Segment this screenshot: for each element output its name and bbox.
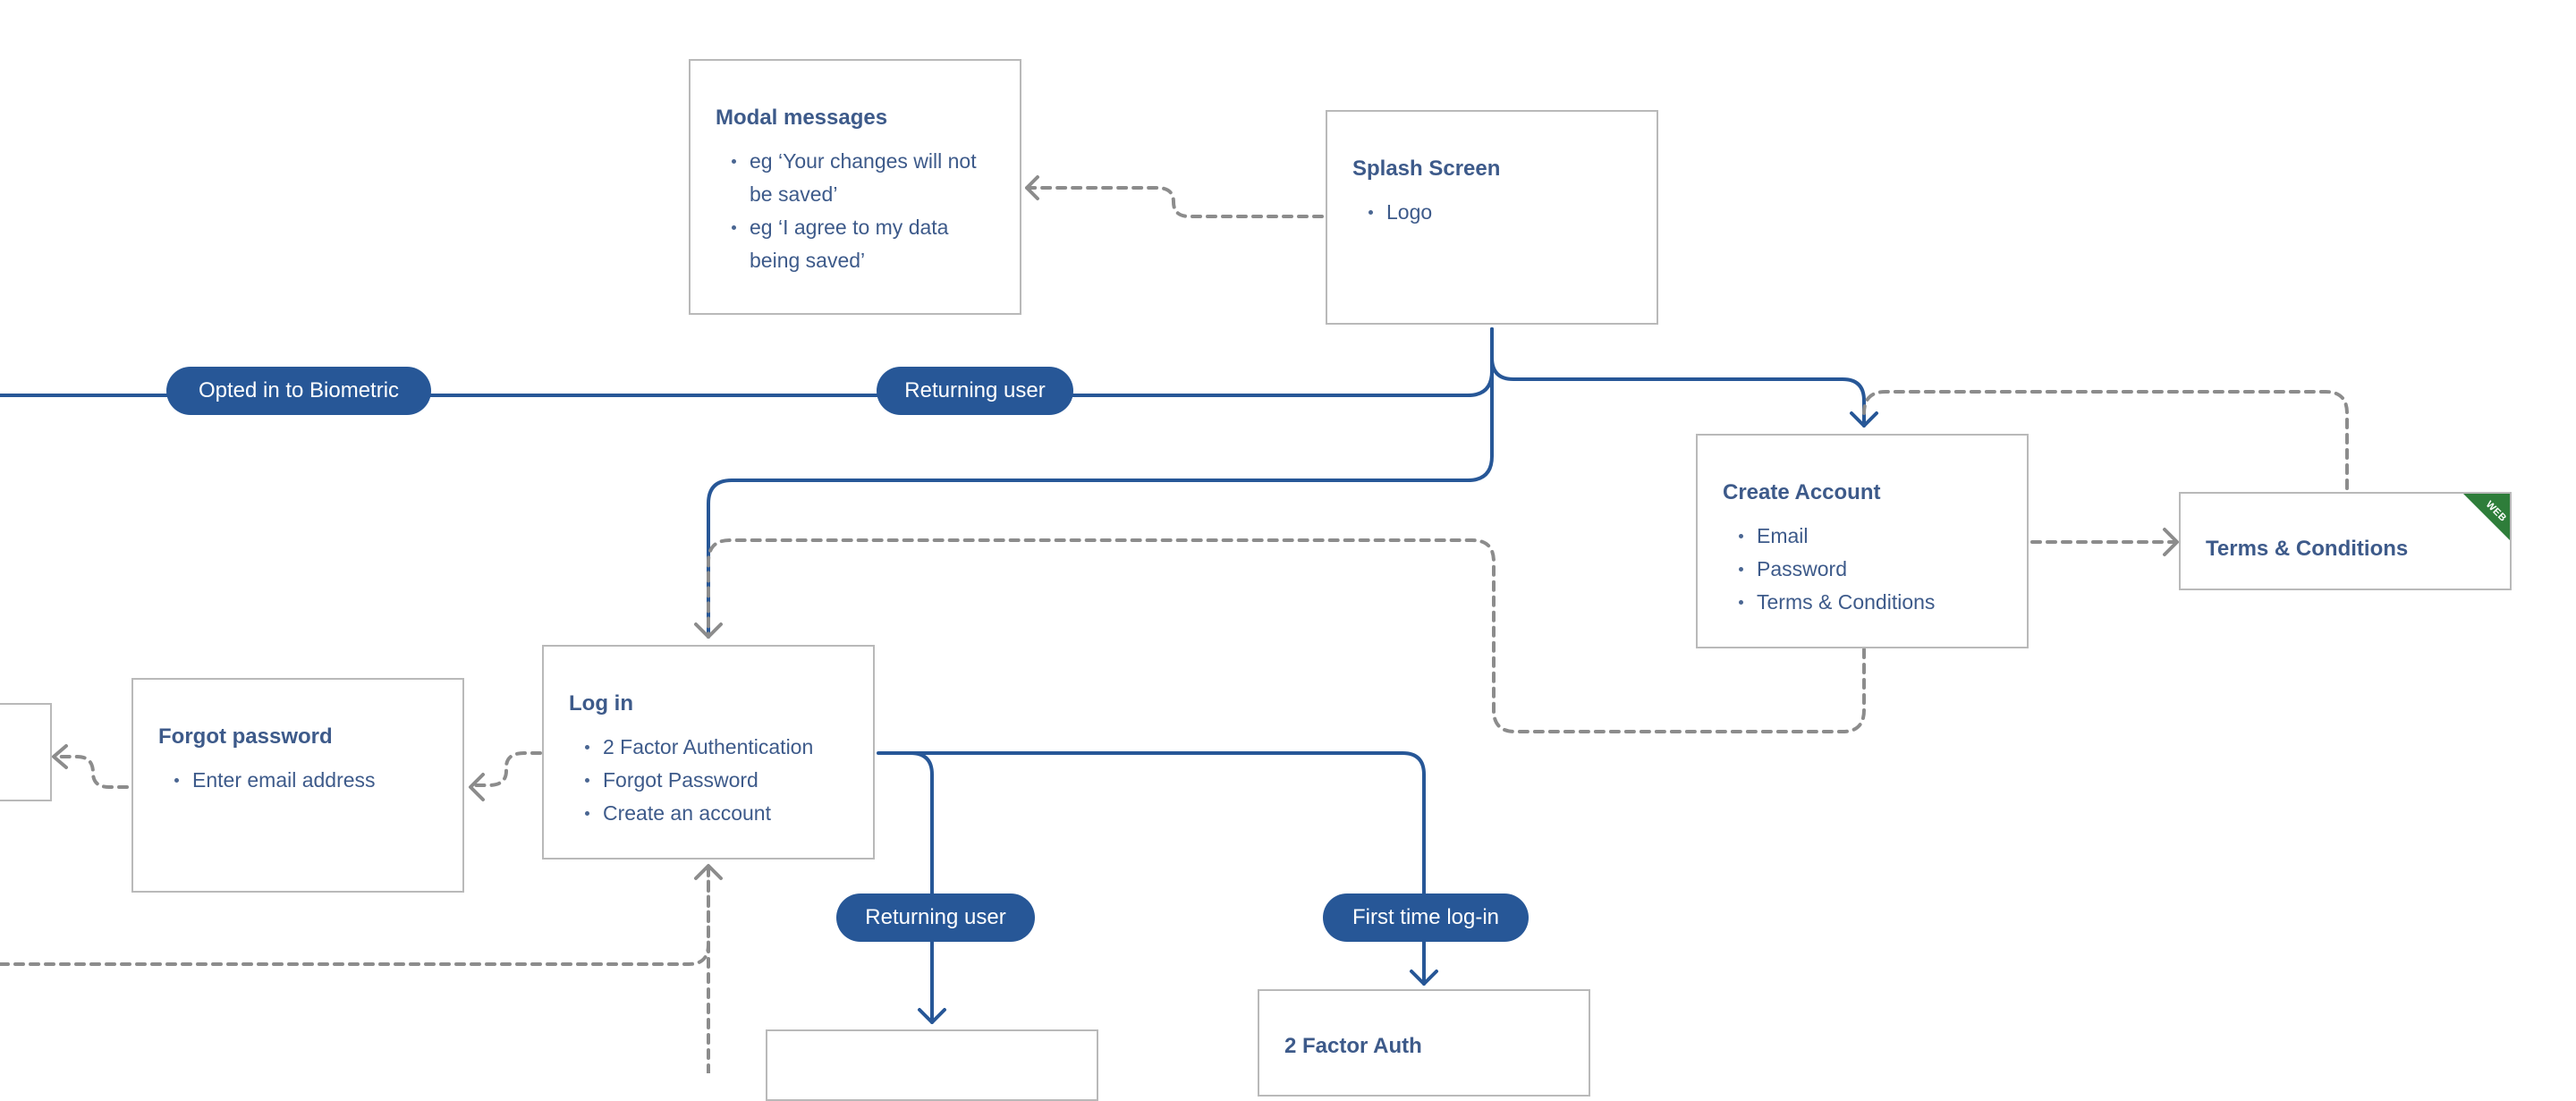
node-modal-messages[interactable]: Modal messages eg ‘Your changes will not… xyxy=(689,59,1021,315)
node-title: 2 Factor Auth xyxy=(1284,1034,1422,1058)
arrowhead-terms xyxy=(2163,528,2179,556)
connector-splash-modal xyxy=(1025,186,1324,218)
arrowhead-returning-box xyxy=(918,1008,946,1024)
node-create-account[interactable]: Create Account Email Password Terms & Co… xyxy=(1696,434,2029,648)
node-log-in[interactable]: Log in 2 Factor Authentication Forgot Pa… xyxy=(542,645,875,860)
node-terms-conditions[interactable]: Terms & Conditions WEB xyxy=(2179,492,2512,590)
node-title: Modal messages xyxy=(716,106,888,130)
label-first-time-login: First time log-in xyxy=(1323,894,1529,942)
list-item: Logo xyxy=(1368,196,1631,229)
list-item: Email xyxy=(1739,520,2002,553)
node-forgot-password[interactable]: Forgot password Enter email address xyxy=(131,678,464,893)
node-title: Log in xyxy=(569,691,633,716)
list-item: Create an account xyxy=(585,797,848,830)
connector-login-returning xyxy=(877,751,934,1024)
arrowhead-modal xyxy=(1025,175,1039,200)
list-item: Terms & Conditions xyxy=(1739,586,2002,619)
node-title: Forgot password xyxy=(158,724,333,749)
list-item: eg ‘I agree to my data being saved’ xyxy=(732,211,995,277)
list-item: eg ‘Your changes will not be saved’ xyxy=(732,145,995,211)
arrowhead-create-account xyxy=(1850,411,1878,428)
arrowhead-offscreen xyxy=(52,744,68,769)
web-badge-corner xyxy=(2463,494,2510,540)
node-title: Terms & Conditions xyxy=(2206,537,2409,561)
connector-layer xyxy=(0,175,2349,1073)
arrowhead-2fa xyxy=(1410,970,1438,986)
connector-terms-create-account xyxy=(1862,390,2349,490)
node-title: Create Account xyxy=(1723,480,1881,504)
connector-splash-create-account xyxy=(1490,327,1866,428)
node-item-list: Logo xyxy=(1352,196,1631,229)
connector-create-account-login xyxy=(707,538,1866,733)
connector-login-forgot xyxy=(470,751,542,787)
node-splash-screen[interactable]: Splash Screen Logo xyxy=(1326,110,1658,325)
label-opted-in-biometric: Opted in to Biometric xyxy=(166,367,431,415)
list-item: Enter email address xyxy=(174,764,437,797)
list-item: Forgot Password xyxy=(585,764,848,797)
node-returning-user-target[interactable] xyxy=(766,1029,1098,1101)
node-item-list: 2 Factor Authentication Forgot Password … xyxy=(569,731,848,830)
node-item-list: Enter email address xyxy=(158,764,437,797)
node-item-list: eg ‘Your changes will not be saved’ eg ‘… xyxy=(716,145,995,277)
flow-diagram: Modal messages eg ‘Your changes will not… xyxy=(0,59,2512,1101)
arrowhead-forgot xyxy=(469,773,485,801)
connector-forgot-offscreen xyxy=(54,755,129,789)
node-2-factor-auth[interactable]: 2 Factor Auth xyxy=(1258,989,1590,1097)
arrowhead-login-bottom xyxy=(694,864,723,880)
connector-login-2fa xyxy=(909,751,1426,986)
node-item-list: Email Password Terms & Conditions xyxy=(1723,520,2002,619)
list-item: Password xyxy=(1739,553,2002,586)
arrowhead-login-top xyxy=(694,622,723,639)
list-item: 2 Factor Authentication xyxy=(585,731,848,764)
node-title: Splash Screen xyxy=(1352,157,1501,181)
label-returning-user-bottom: Returning user xyxy=(836,894,1035,942)
web-badge: WEB xyxy=(2463,494,2510,540)
connector-splash-login xyxy=(707,327,1494,639)
label-returning-user-top: Returning user xyxy=(877,367,1073,415)
node-offscreen-left[interactable] xyxy=(0,703,52,801)
